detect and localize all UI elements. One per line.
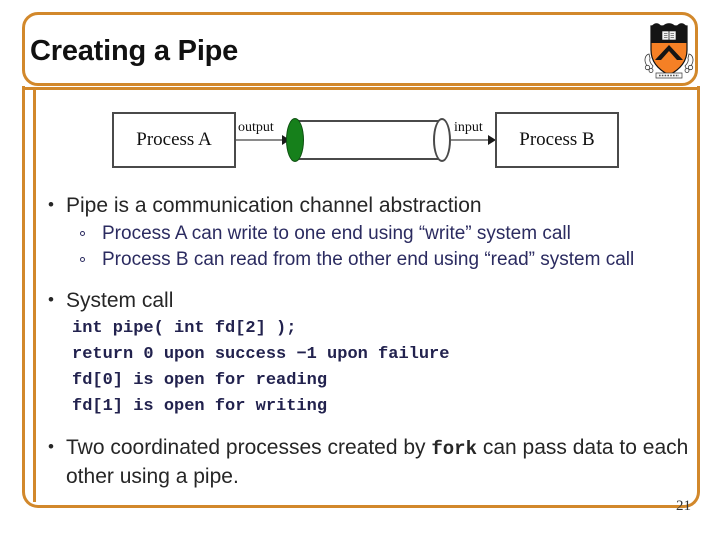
spacer (46, 273, 696, 287)
page-title: Creating a Pipe (30, 35, 239, 67)
pipe-diagram: Process A output input Process B (110, 104, 620, 182)
content-frame (22, 86, 700, 508)
input-arrow-head (488, 135, 496, 145)
code-line-fd1-writing: fd[1] is open for writing (72, 397, 328, 416)
input-label: input (454, 120, 483, 135)
title-bar (22, 12, 698, 86)
fork-keyword: fork (431, 438, 477, 460)
pipe-write-end-ellipse (286, 118, 304, 162)
spacer (46, 420, 696, 434)
bullet-system-call: System call (46, 286, 696, 314)
pipe-cylinder-body (294, 120, 442, 160)
bullet-fork-pipe: Two coordinated processes created by for… (46, 433, 696, 490)
content-frame-inner-rule (33, 90, 36, 502)
sub-bullet-process-a-write: Process A can write to one end using “wr… (46, 221, 696, 247)
page-number: 21 (676, 498, 691, 514)
pipe-read-end-ellipse (433, 118, 451, 162)
output-label: output (238, 120, 274, 135)
slide-content: Pipe is a communication channel abstract… (46, 191, 696, 492)
content-frame-top-rule (22, 87, 700, 90)
code-line-pipe-signature: int pipe( int fd[2] ); (72, 319, 297, 338)
input-arrow-line (451, 139, 491, 141)
process-a-box: Process A (112, 112, 236, 168)
process-b-box: Process B (495, 112, 619, 168)
code-line-fd0-reading: fd[0] is open for reading (72, 371, 328, 390)
bullet-pipe-abstraction: Pipe is a communication channel abstract… (46, 191, 696, 219)
fork-text-after: can pass data to each other using a pipe… (66, 436, 689, 488)
output-arrow-line (236, 139, 286, 141)
princeton-shield-logo (643, 20, 695, 80)
sub-bullet-process-b-read: Process B can read from the other end us… (46, 247, 696, 273)
code-line-return-value: return 0 upon success −1 upon failure (72, 345, 450, 364)
fork-text-before: Two coordinated processes created by (66, 436, 432, 459)
